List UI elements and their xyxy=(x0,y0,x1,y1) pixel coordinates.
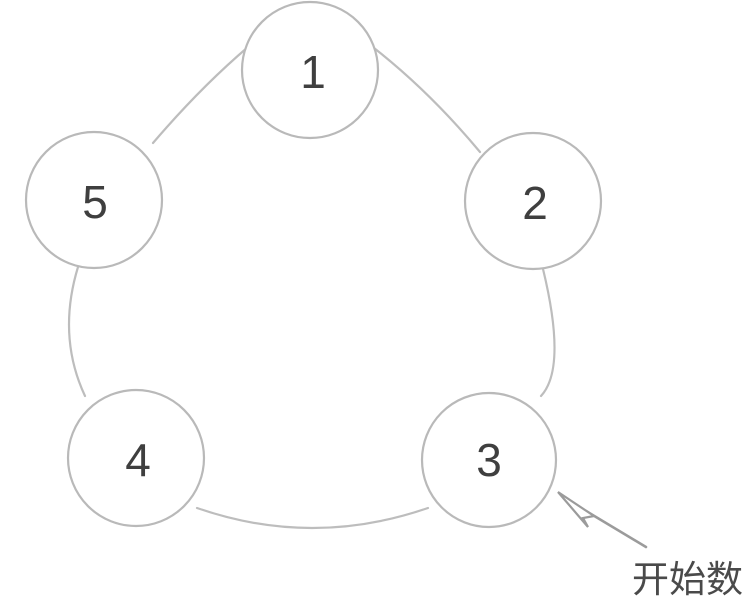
pointer-shaft-line xyxy=(584,509,648,549)
node-1-label: 1 xyxy=(300,46,326,98)
edge-2-to-3 xyxy=(539,267,556,398)
edge-1-to-2 xyxy=(372,46,482,154)
node-5[interactable]: 5 xyxy=(24,130,164,270)
node-3-label: 3 xyxy=(476,434,502,486)
node-2-label: 2 xyxy=(522,177,548,229)
node-5-label: 5 xyxy=(82,176,108,228)
node-4-label: 4 xyxy=(125,434,151,486)
edge-4-to-5 xyxy=(67,265,87,398)
edge-5-to-1 xyxy=(151,45,250,145)
node-3[interactable]: 3 xyxy=(420,391,558,529)
node-4[interactable]: 4 xyxy=(66,388,206,528)
node-4-circle[interactable] xyxy=(66,388,206,528)
edge-group xyxy=(67,45,556,530)
node-group: 1 2 3 4 5 xyxy=(24,0,603,529)
arrow-head-icon xyxy=(557,491,597,528)
node-2-circle[interactable] xyxy=(463,131,603,271)
start-count-annotation-label: 开始数 xyxy=(632,558,743,601)
edge-3-to-4 xyxy=(195,506,430,530)
node-1[interactable]: 1 xyxy=(240,0,380,140)
node-2[interactable]: 2 xyxy=(463,131,603,271)
start-pointer-arrow xyxy=(557,491,648,549)
node-3-circle[interactable] xyxy=(420,391,558,529)
node-1-circle[interactable] xyxy=(240,0,380,140)
node-5-circle[interactable] xyxy=(24,130,164,270)
